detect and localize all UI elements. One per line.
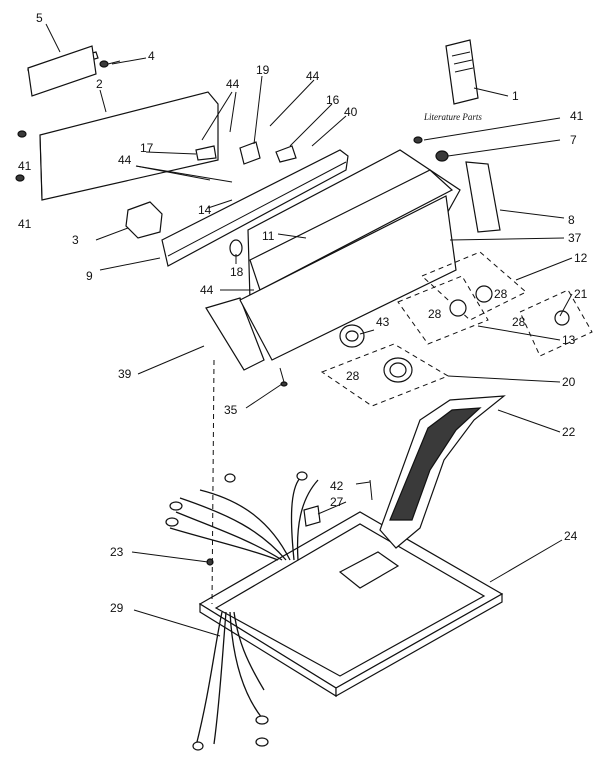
cover-plate [27, 45, 97, 97]
label-17: 17 [140, 141, 154, 155]
label-8: 8 [568, 213, 575, 227]
label-23: 23 [110, 545, 124, 559]
knob-group-12 [421, 251, 527, 321]
knob-group-13 [397, 275, 489, 345]
control-panel-front [205, 195, 457, 371]
mounting-bracket [161, 149, 349, 267]
label-19: 19 [256, 63, 270, 77]
screw-41-left [15, 130, 27, 182]
label-14: 14 [198, 203, 212, 217]
label-18: 18 [230, 265, 244, 279]
label-12: 12 [574, 251, 588, 265]
knob-18 [229, 239, 243, 257]
screw-41-right [413, 136, 449, 162]
label-41-left-top: 41 [18, 159, 32, 173]
label-16: 16 [326, 93, 340, 107]
end-cap-8 [465, 161, 501, 233]
clip-42 [303, 505, 321, 527]
label-28-b: 28 [428, 307, 442, 321]
label-40: 40 [344, 105, 358, 119]
label-35: 35 [224, 403, 238, 417]
literature-parts-label: Literature Parts [423, 112, 482, 122]
label-1: 1 [512, 89, 519, 103]
timer [125, 201, 163, 239]
label-13: 13 [562, 333, 576, 347]
label-7: 7 [570, 133, 577, 147]
label-4: 4 [148, 49, 155, 63]
screw-4 [99, 60, 121, 68]
switch-16 [275, 145, 297, 163]
literature-booklet [445, 39, 479, 105]
label-44-d: 44 [200, 283, 214, 297]
lint-vent [379, 395, 506, 549]
label-44-a: 44 [226, 77, 240, 91]
label-44-b: 44 [306, 69, 320, 83]
label-39: 39 [118, 367, 132, 381]
label-5: 5 [36, 11, 43, 25]
label-9: 9 [86, 269, 93, 283]
label-20: 20 [562, 375, 576, 389]
label-22: 22 [562, 425, 576, 439]
label-3: 3 [72, 233, 79, 247]
label-37: 37 [568, 231, 582, 245]
label-28-d: 28 [346, 369, 360, 383]
label-41-left-bottom: 41 [18, 217, 32, 231]
leader-lines [45, 23, 573, 637]
label-41-right: 41 [570, 109, 584, 123]
screw-27 [369, 479, 373, 501]
label-2: 2 [96, 77, 103, 91]
label-27: 27 [330, 495, 344, 509]
switch-19 [239, 141, 261, 165]
screw-35 [279, 367, 288, 387]
bezel-43 [339, 324, 365, 348]
top-panel [198, 511, 504, 698]
label-21: 21 [574, 287, 588, 301]
harness-top [165, 471, 319, 561]
label-28-c: 28 [512, 315, 526, 329]
label-24: 24 [564, 529, 578, 543]
switch-17 [195, 145, 217, 161]
label-28-a: 28 [494, 287, 508, 301]
label-42: 42 [330, 479, 344, 493]
callout-labels: 5 4 2 41 41 44 19 44 16 40 17 44 14 11 3… [18, 11, 588, 615]
harness-bottom [192, 611, 269, 751]
label-43: 43 [376, 315, 390, 329]
label-29: 29 [110, 601, 124, 615]
knob-group-20 [320, 343, 450, 407]
label-11: 11 [262, 229, 275, 243]
knob-group-21 [519, 289, 593, 357]
label-44-c: 44 [118, 153, 132, 167]
